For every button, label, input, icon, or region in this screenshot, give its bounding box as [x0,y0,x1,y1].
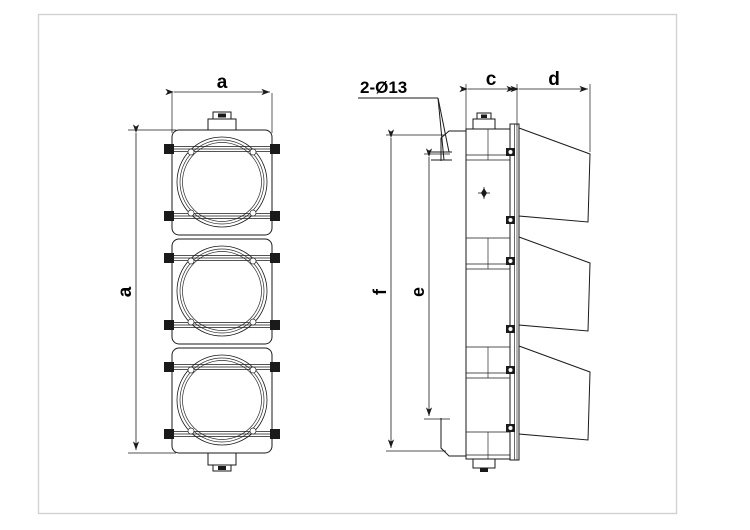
dimension-label-f: f [370,288,390,295]
front-lens-module-1 [164,129,280,236]
side-visor-1 [518,127,591,223]
dimension-a-top: a [165,72,273,133]
side-bottom-mount [472,458,496,472]
dimension-d: d [510,69,591,152]
dimension-f: f [370,129,446,452]
dimension-e: e [408,148,450,420]
dimension-label-a-left: a [115,286,136,297]
side-view [440,112,591,472]
side-center-marker [478,187,490,199]
dimension-label-d: d [548,69,560,90]
front-bottom-mount [207,452,237,472]
hole-callout-label: 2-Ø13 [360,78,407,97]
side-visor-2 [518,236,591,332]
front-lens-module-3 [164,347,280,454]
dimension-label-e: e [408,287,428,297]
dimension-c: c [459,69,518,130]
side-visor-3 [518,345,591,441]
side-hinge-bolts [506,148,515,432]
hole-callout: 2-Ø13 [358,78,452,161]
front-lens-module-2 [164,238,280,345]
dimension-label-a-top: a [217,72,228,93]
dimension-a-left: a [115,124,176,454]
dimension-label-c: c [486,69,497,90]
side-top-mount [472,112,496,130]
front-view [164,111,280,472]
side-body [465,128,511,460]
